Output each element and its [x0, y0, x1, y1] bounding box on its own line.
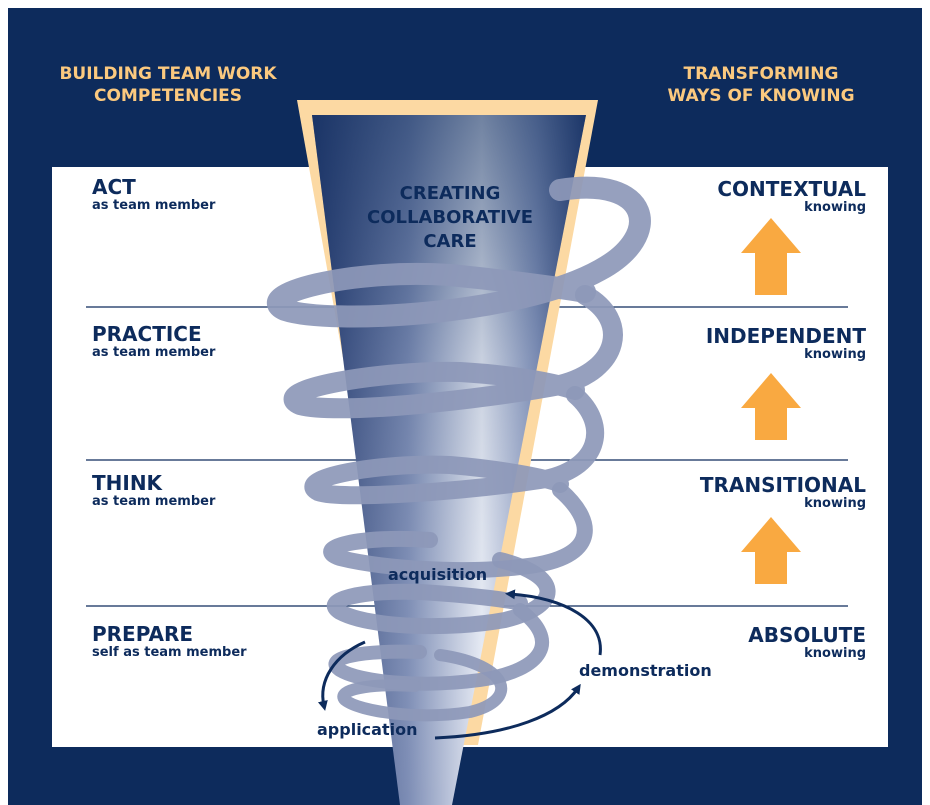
header-left-line2: COMPETENCIES [93, 86, 242, 106]
cycle-arrow-right [505, 589, 602, 656]
knowing-subtitle: knowing [804, 646, 866, 661]
up-arrow-icon [741, 218, 801, 295]
stage-act: ACT as team member [92, 176, 215, 213]
cycle-arrow-left [318, 640, 366, 711]
stage-title: ACT [92, 175, 136, 199]
up-arrows [741, 218, 801, 584]
knowing-subtitle: knowing [804, 347, 866, 362]
stage-title: THINK [92, 471, 163, 495]
knowing-transitional: TRANSITIONAL knowing [626, 474, 866, 511]
stage-prepare: PREPARE self as team member [92, 623, 247, 660]
cycle-label-demonstration: demonstration [579, 661, 712, 680]
stage-subtitle: as team member [92, 494, 216, 509]
up-arrow-icon [741, 517, 801, 584]
stage-subtitle: as team member [92, 198, 216, 213]
stage-subtitle: self as team member [92, 645, 247, 660]
header-right: TRANSFORMING WAYS OF KNOWING [611, 63, 911, 107]
cycle-label-acquisition: acquisition [388, 565, 488, 584]
header-left-line1: BUILDING TEAM WORK [59, 64, 277, 84]
cycle-arrow-bottom [434, 683, 581, 740]
knowing-contextual: CONTEXTUAL knowing [626, 178, 866, 215]
cycle-label-application: application [317, 720, 418, 739]
stage-think: THINK as team member [92, 472, 215, 509]
knowing-title: INDEPENDENT [705, 324, 866, 348]
center-title: CREATING COLLABORATIVE CARE [340, 182, 560, 254]
center-title-line1: CREATING [399, 183, 501, 204]
knowing-independent: INDEPENDENT knowing [626, 325, 866, 362]
knowing-subtitle: knowing [804, 200, 866, 215]
stage-title: PREPARE [92, 622, 194, 646]
cycle-arrows [318, 589, 602, 740]
stage-practice: PRACTICE as team member [92, 323, 215, 360]
knowing-subtitle: knowing [804, 496, 866, 511]
knowing-title: ABSOLUTE [748, 623, 866, 647]
center-title-line2: COLLABORATIVE [367, 207, 533, 228]
knowing-absolute: ABSOLUTE knowing [626, 624, 866, 661]
spiral [266, 176, 651, 722]
knowing-title: TRANSITIONAL [699, 473, 866, 497]
header-right-line2: WAYS OF KNOWING [667, 86, 855, 106]
center-title-line3: CARE [423, 231, 477, 252]
knowing-title: CONTEXTUAL [717, 177, 866, 201]
header-left: BUILDING TEAM WORK COMPETENCIES [18, 63, 318, 107]
stage-subtitle: as team member [92, 345, 216, 360]
up-arrow-icon [741, 373, 801, 440]
header-right-line1: TRANSFORMING [683, 64, 839, 84]
stage-title: PRACTICE [92, 322, 202, 346]
